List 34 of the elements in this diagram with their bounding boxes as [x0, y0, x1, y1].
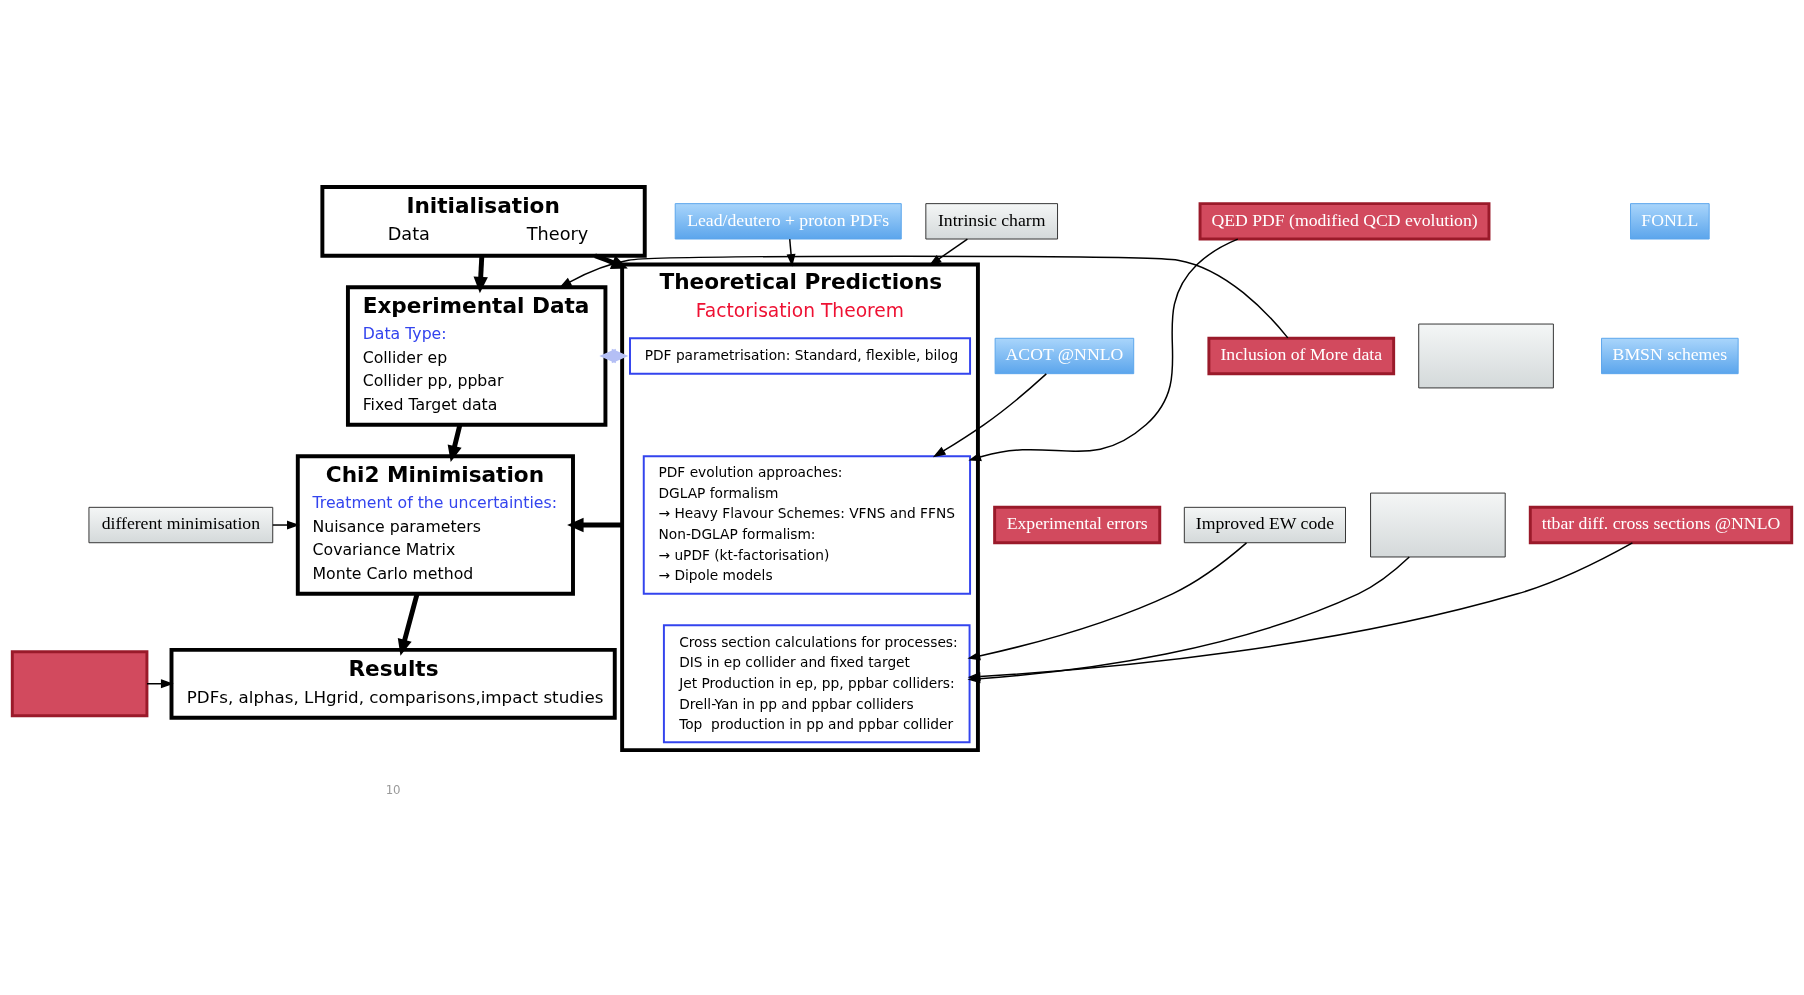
- arrow: [272, 520, 300, 529]
- arrow: [594, 252, 628, 269]
- arrow: [967, 541, 1248, 660]
- node-box: Lead/deutero + proton PDFs: [674, 202, 902, 239]
- node-box: PDF evolution approaches: DGLAP formalism → Heavy Flavour Schemes: VFNS and FFNS Non-DGLAP formalism: → uPDF (kt-factorisation) → Dipole models: [642, 454, 972, 595]
- node-box: Chi2 Minimisation Treatment of the uncertainties: Nuisance parameters Covariance Matrix Monte Carlo method: [295, 453, 575, 596]
- node-box: Intrinsic charm: [925, 202, 1058, 239]
- arrow: [567, 517, 623, 532]
- arrow: [968, 237, 1239, 461]
- node-box: [1370, 492, 1506, 557]
- arrow: [786, 237, 796, 267]
- node-box: Cross section calculations for processes: DIS in ep collider and fixed target Jet Production in ep, pp, ppbar colliders: Drell-Yan in pp and ppbar colliders Top production in pp and ppbar collider: [662, 623, 971, 743]
- node-box: BMSN schemes: [1601, 337, 1739, 374]
- node-box: Inclusion of More data: [1207, 336, 1396, 375]
- node-box: Experimental Data Data Type: Collider ep Collider pp, ppbar Fixed Target data: [345, 284, 608, 427]
- arrow: [473, 255, 488, 293]
- node-box: QED PDF (modified QCD evolution): [1198, 201, 1491, 240]
- label: 10: [385, 782, 401, 797]
- node-box: ttbar diff. cross sections @NNLO: [1528, 505, 1794, 544]
- node-box: Initialisation Data Theory: [320, 184, 647, 258]
- arrow: [397, 592, 420, 656]
- node-box: ACOT @NNLO: [994, 337, 1135, 374]
- node-box: PDF parametrisation: Standard, flexible, bilog: [629, 336, 972, 375]
- node-box: Experimental errors: [993, 505, 1162, 544]
- arrow: [558, 255, 1289, 339]
- arrow: [932, 372, 1048, 457]
- node-box: [10, 649, 149, 717]
- node-box: different minimisation: [88, 506, 274, 543]
- node-box: FONLL: [1630, 202, 1710, 239]
- arrow: [928, 237, 969, 266]
- node-box: [1418, 323, 1554, 388]
- node-box: Improved EW code: [1183, 506, 1346, 543]
- arrow: [447, 423, 463, 462]
- node-box: Results PDFs, alphas, LHgrid, comparisons,impact studies: [169, 647, 617, 720]
